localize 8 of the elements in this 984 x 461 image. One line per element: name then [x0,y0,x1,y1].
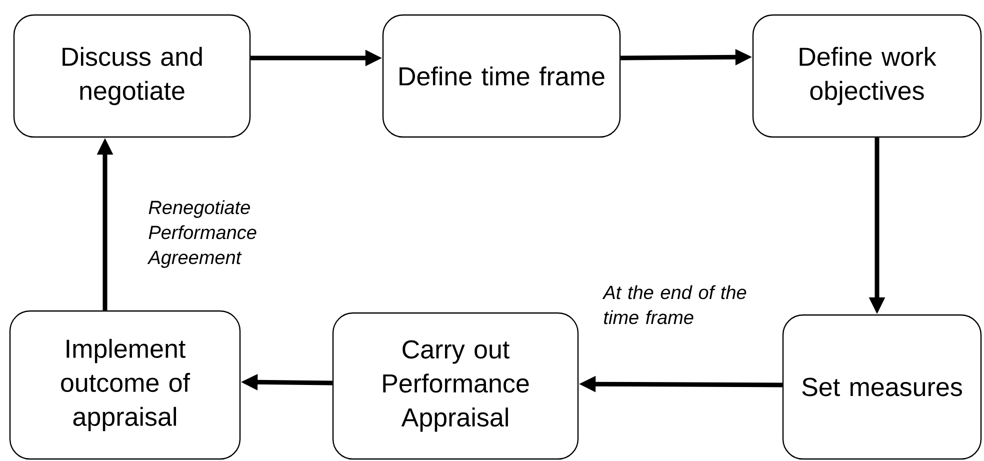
edge-label: Renegotiate Performance Agreement [147,200,256,268]
process-box: Define time frame [382,14,621,138]
process-box: Discuss and negotiate [13,14,251,138]
process-box: Implement outcome of appraisal [9,310,241,460]
process-box: Carry out Performance Appraisal [332,312,579,460]
process-box: Define work objectives [752,14,982,138]
edge-label: At the end of the time frame [602,285,746,324]
process-box: Set measures [782,314,982,460]
